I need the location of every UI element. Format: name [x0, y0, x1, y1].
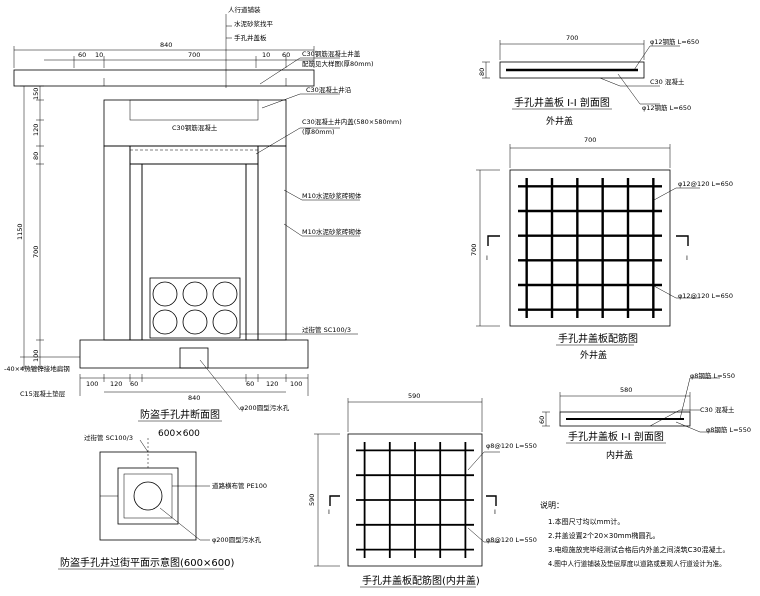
- callout-collar: C30混凝土井沿: [306, 85, 352, 94]
- callout-pavement: 人行道铺装: [228, 5, 261, 14]
- svg-text:700: 700: [32, 246, 40, 258]
- callout-rc-cover: C30钢筋混凝土井盖: [302, 49, 361, 58]
- callout-drain: φ200圆型污水孔: [240, 403, 290, 412]
- notes-block: 说明： 1.本图尺寸均以mm计。 2.井盖设置2个20×30mm椭圆孔。 3.电…: [540, 500, 729, 568]
- outer-section-label-rebar-2: φ12钢筋 L=650: [642, 103, 691, 112]
- pavement-layer: [13, 69, 315, 87]
- svg-text:120: 120: [32, 124, 40, 136]
- svg-text:840: 840: [188, 394, 200, 402]
- callout-conduit: 过街管 SC100/3: [302, 325, 351, 334]
- svg-text:100: 100: [290, 380, 302, 388]
- svg-text:10: 10: [262, 51, 270, 59]
- inner-cover-section: [542, 377, 720, 433]
- inner-section-subtitle: 内井盖: [606, 449, 633, 461]
- brick-wall-left: [103, 145, 131, 341]
- outer-cover-section: [482, 40, 680, 105]
- svg-text:120: 120: [110, 380, 122, 388]
- inner-section-dim-h: 60: [538, 416, 546, 424]
- svg-text:700: 700: [188, 51, 200, 59]
- svg-text:1150: 1150: [16, 223, 24, 240]
- section-subtitle: 600×600: [158, 429, 200, 439]
- plan-labels: 过街管 SC100/3 道路横布管 PE100 φ200圆型污水孔: [84, 433, 267, 544]
- svg-text:120: 120: [266, 380, 278, 388]
- inner-rebar-label-1: φ8@120 L=550: [486, 442, 537, 450]
- svg-text:60: 60: [78, 51, 86, 59]
- callout-ground: -40×4热镀锌接地扁钢: [4, 364, 70, 373]
- outer-cover-rebar-plan: [476, 144, 700, 327]
- svg-text:150: 150: [32, 88, 40, 100]
- inner-section-label-concrete: C30 混凝土: [700, 405, 735, 414]
- inner-rebar-title: 手孔井盖板配筋图(内井盖): [362, 574, 480, 587]
- note-4: 4.图中人行道铺装及垫层厚度以道路或景观人行道设计为准。: [548, 559, 726, 568]
- inner-cover-rebar-plan: [314, 398, 500, 567]
- inner-rebar-label-2: φ8@120 L=550: [486, 536, 537, 544]
- notes-heading: 说明：: [540, 500, 564, 510]
- collar-material-label: C30钢筋混凝土: [172, 123, 218, 132]
- inner-section-dim: 580: [620, 386, 632, 394]
- inner-cover-slab: [129, 145, 259, 165]
- well-section-view: [13, 14, 360, 411]
- outer-rebar-dim-w: 700: [584, 136, 596, 144]
- inner-rebar-dim-w: 590: [408, 392, 420, 400]
- callout-inner-thk: (厚80mm): [302, 128, 335, 136]
- plan-label-pe-pipe: 道路横布管 PE100: [212, 481, 267, 490]
- outer-section-title: 手孔井盖板 I-I 剖面图: [514, 96, 610, 109]
- outer-rebar-dim-h: 700: [470, 244, 478, 256]
- svg-text:80: 80: [32, 152, 40, 160]
- outer-section-subtitle: 外井盖: [546, 115, 573, 127]
- inner-section-label-rebar-2: φ8钢筋 L=550: [706, 425, 751, 434]
- outer-section-dim-h: 80: [478, 68, 486, 76]
- section-dimensions: 840 60 10 700 10 60 150 120 80 1150 700 …: [16, 41, 302, 402]
- inner-rebar-cut-right: I: [494, 508, 496, 516]
- note-3: 3.电缆施放完毕经测试合格后内外盖之间浇筑C30混凝土。: [548, 545, 729, 554]
- outer-rebar-label-1: φ12@120 L=650: [678, 180, 733, 188]
- plan-title: 防盗手孔井过街平面示意图(600×600): [60, 556, 234, 569]
- callout-rebar-detail: 配筋见大样图(厚80mm): [302, 59, 374, 68]
- callout-cover: 手孔井盖板: [234, 33, 267, 42]
- outer-section-label-rebar-1: φ12钢筋 L=650: [650, 37, 699, 46]
- inner-section-title: 手孔井盖板 I-I 剖面图: [568, 430, 664, 443]
- outer-rebar-cut-right: I: [686, 254, 688, 262]
- svg-text:60: 60: [130, 380, 138, 388]
- outer-section-dim: 700: [566, 34, 578, 42]
- outer-section-label-concrete: C30 混凝土: [650, 77, 685, 86]
- outer-rebar-cut-left: I: [486, 254, 488, 262]
- concrete-collar: [103, 99, 287, 147]
- concrete-base: [79, 339, 309, 369]
- callout-base: C15混凝土垫层: [20, 389, 66, 398]
- outer-rebar-title: 手孔井盖板配筋图: [558, 332, 638, 345]
- well-plan-view: [99, 438, 210, 541]
- note-1: 1.本图尺寸均以mm计。: [548, 517, 624, 526]
- inner-rebar-cut-left: I: [328, 508, 330, 516]
- svg-text:100: 100: [32, 350, 40, 362]
- svg-text:60: 60: [282, 51, 290, 59]
- svg-text:840: 840: [160, 41, 172, 49]
- conduit-bundle: [149, 277, 241, 339]
- inner-rebar-dim-h: 590: [308, 494, 316, 506]
- callout-inner-cover: C30混凝土井内盖(580×580mm): [302, 117, 402, 126]
- outer-rebar-label-2: φ12@120 L=650: [678, 292, 733, 300]
- svg-text:100: 100: [86, 380, 98, 388]
- callout-brick-1: M10水泥砂浆砖砌体: [302, 191, 362, 200]
- callout-mortar: 水泥砂浆找平: [234, 19, 274, 28]
- svg-text:60: 60: [246, 380, 254, 388]
- drain-hole-circle: [133, 481, 163, 511]
- callout-brick-2: M10水泥砂浆砖砌体: [302, 227, 362, 236]
- svg-text:10: 10: [95, 51, 103, 59]
- section-callouts: 人行道铺装 水泥砂浆找平 手孔井盖板 C30钢筋混凝土井盖 配筋见大样图(厚80…: [4, 5, 402, 412]
- outer-rebar-subtitle: 外井盖: [580, 349, 607, 361]
- note-2: 2.井盖设置2个20×30mm椭圆孔。: [548, 531, 659, 540]
- plan-label-conduit: 过街管 SC100/3: [84, 433, 133, 442]
- section-title: 防盗手孔井断面图: [140, 408, 220, 421]
- plan-label-drain: φ200圆型污水孔: [212, 535, 262, 544]
- inner-section-label-rebar-1: φ8钢筋 L=550: [690, 371, 735, 380]
- brick-wall-right: [257, 145, 287, 341]
